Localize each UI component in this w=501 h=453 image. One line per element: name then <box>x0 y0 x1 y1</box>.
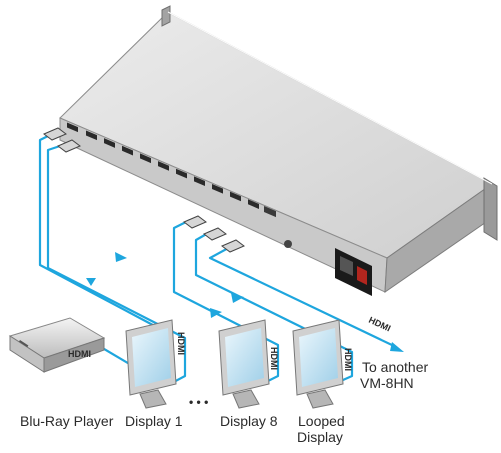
hdmi-tag-player: HDMI <box>68 349 91 359</box>
cable-to-another <box>208 245 395 347</box>
arrow-icon <box>390 342 404 352</box>
arrow-icon <box>210 308 222 318</box>
label-blu-ray-player: Blu-Ray Player <box>20 413 114 429</box>
label-to-another-line1: To another <box>362 359 428 375</box>
hdmi-ports <box>67 122 292 248</box>
hdmi-plug-icon <box>203 227 227 241</box>
rack-ear-right <box>483 177 498 241</box>
rs232-port-icon <box>264 206 276 218</box>
hdmi-plugs <box>43 127 245 253</box>
hdmi-port-icon <box>140 153 151 164</box>
ellipsis: • • • <box>189 395 208 409</box>
label-looped-display-line2: Display <box>297 429 343 445</box>
label-display-1: Display 1 <box>125 413 183 429</box>
arrow-icon <box>115 252 127 262</box>
monitor-icon <box>292 319 344 409</box>
hdmi-tag-display-1: HDMI <box>176 332 186 355</box>
hdmi-port-icon <box>230 191 241 202</box>
hdmi-port-icon <box>158 161 169 171</box>
hdmi-plug-icon <box>221 239 245 253</box>
hdmi-plug-icon <box>183 215 207 229</box>
hdmi-port-icon <box>86 130 97 141</box>
monitor-icon <box>125 319 177 409</box>
hdmi-port-icon <box>194 176 205 187</box>
hdmi-port-icon <box>248 199 259 209</box>
rack-ear-back <box>161 5 171 27</box>
hdmi-port-icon <box>67 122 78 133</box>
arrow-icon <box>86 278 96 286</box>
hdmi-port-icon <box>122 145 133 156</box>
knob-icon <box>284 240 292 248</box>
label-looped-display-line1: Looped <box>298 413 345 429</box>
signal-arrows <box>86 252 404 352</box>
power-socket-icon <box>335 248 372 296</box>
hdmi-port-icon <box>212 183 223 194</box>
blu-ray-player-icon <box>8 317 106 373</box>
label-to-another-line2: VM-8HN <box>360 375 414 391</box>
hdmi-tag-looped: HDMI <box>343 348 353 371</box>
arrow-icon <box>231 293 244 303</box>
hdmi-tag-to-another: HDMI <box>367 315 392 334</box>
monitor-icon <box>218 319 270 409</box>
device-chassis <box>59 5 498 293</box>
hdmi-plug-icon <box>43 127 67 141</box>
hdmi-plug-icon <box>57 139 81 153</box>
hdmi-port-icon <box>104 138 115 148</box>
label-display-8: Display 8 <box>220 413 278 429</box>
hdmi-port-icon <box>176 168 187 179</box>
hdmi-tag-display-8: HDMI <box>269 347 279 370</box>
